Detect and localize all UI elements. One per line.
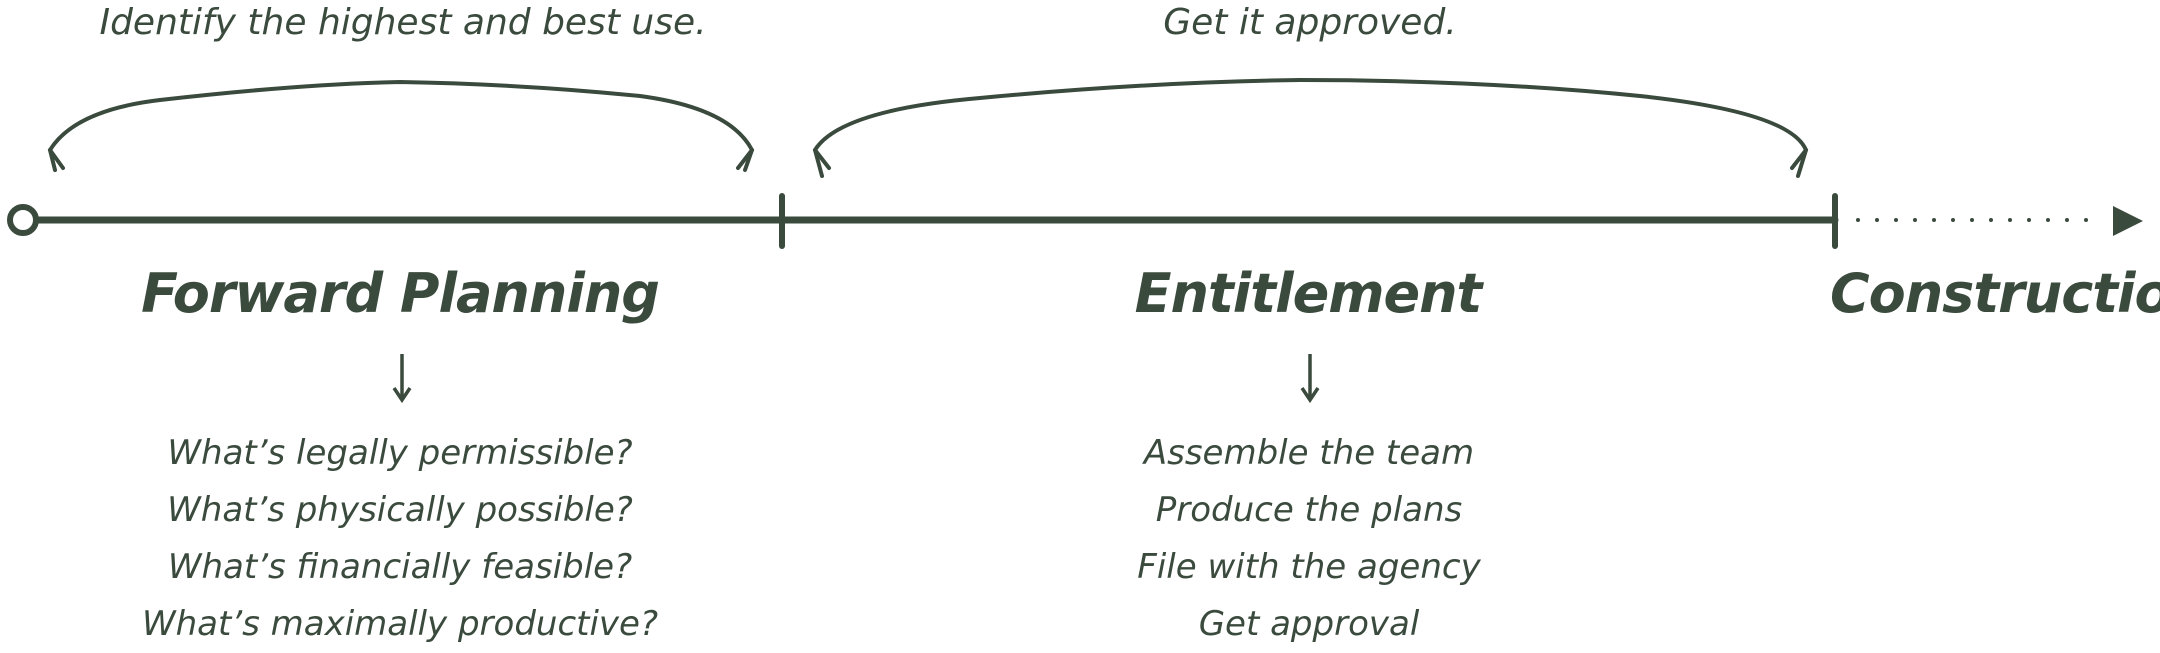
list-item: Produce the plans xyxy=(1155,490,1463,530)
stage-forward-planning: Forward Planning xyxy=(141,262,660,325)
brace-entitlement xyxy=(812,77,1809,178)
list-item: Get approval xyxy=(1198,604,1420,644)
brace-forward-planning-tip-right xyxy=(736,148,754,170)
list-item: File with the agency xyxy=(1137,547,1481,587)
list-item: What’s maximally productive? xyxy=(141,604,659,644)
brace-forward-planning xyxy=(47,79,755,172)
down-arrow-icon xyxy=(392,354,412,404)
list-item: What’s financially feasible? xyxy=(167,547,633,587)
list-item: What’s legally permissible? xyxy=(167,433,633,473)
open-circle-icon xyxy=(7,204,39,236)
caption-entitlement: Get it approved. xyxy=(1163,2,1457,43)
brace-entitlement-tip-right xyxy=(1790,148,1808,170)
brace-entitlement-tip-left xyxy=(813,148,831,170)
entitlement-list: Assemble the team Produce the plans File… xyxy=(1137,425,1480,653)
caption-forward-planning: Identify the highest and best use. xyxy=(99,2,707,43)
stage-construction: Construction xyxy=(1830,262,2160,325)
down-arrow-icon xyxy=(1300,354,1320,404)
arrowhead-icon xyxy=(2113,206,2143,236)
stage-entitlement: Entitlement xyxy=(1134,262,1483,325)
list-item: Assemble the team xyxy=(1143,433,1475,473)
forward-planning-list: What’s legally permissible? What’s physi… xyxy=(142,425,658,653)
brace-forward-planning-tip-left xyxy=(48,148,65,170)
list-item: What’s physically possible? xyxy=(167,490,633,530)
